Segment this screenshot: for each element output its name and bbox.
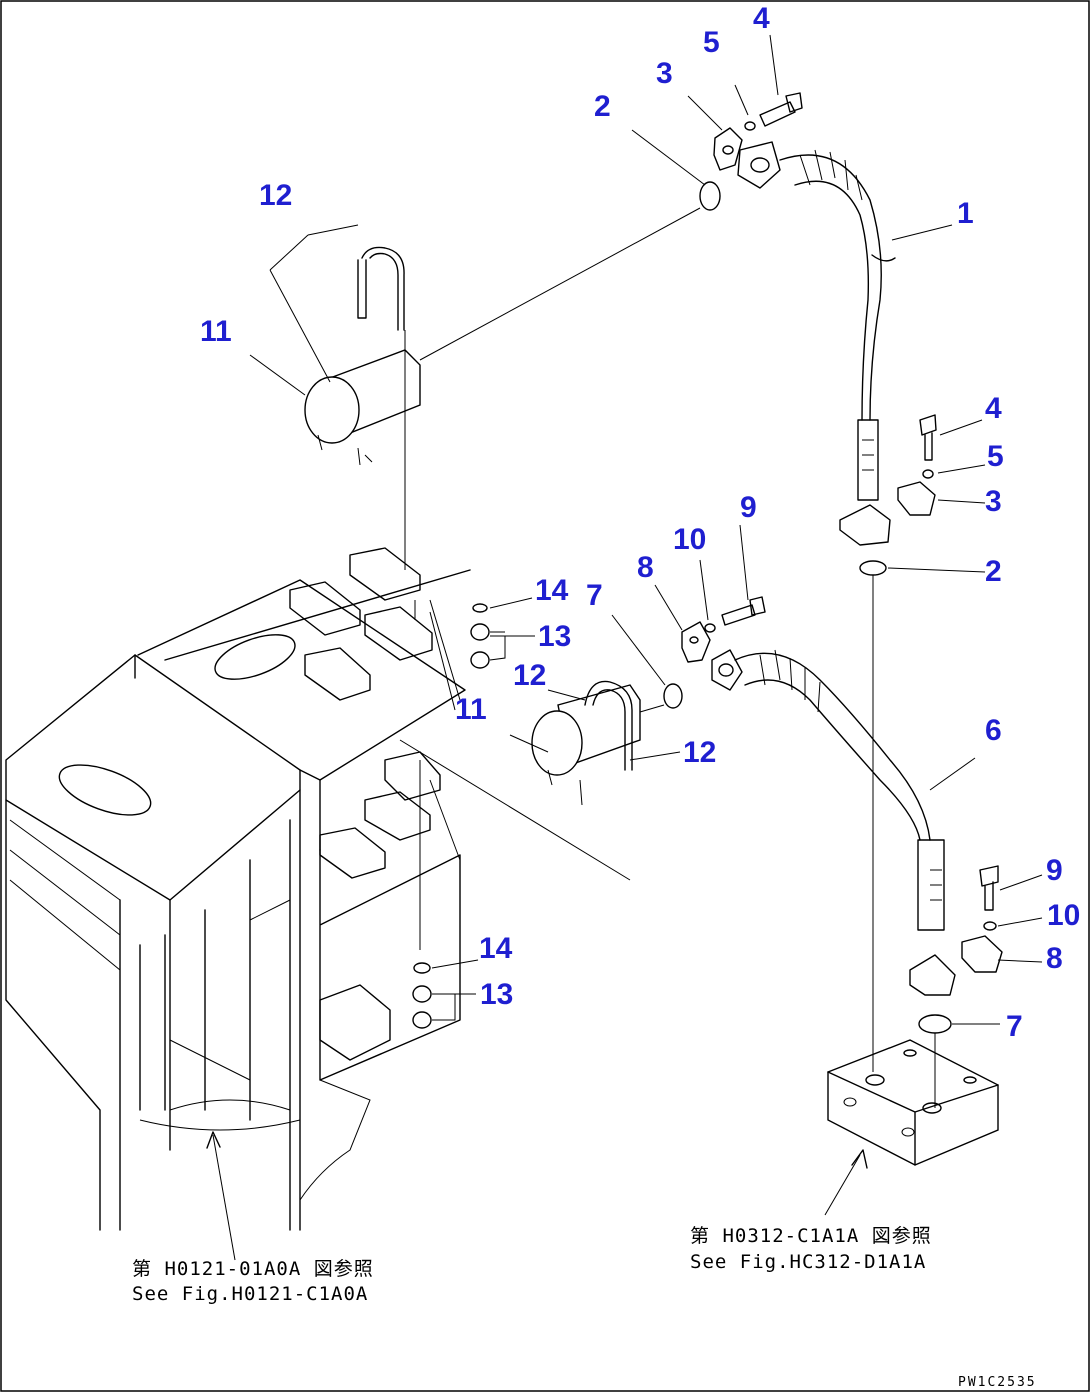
callouts: 1 2 2 3 3 4 4 5 5 6 7 7 8 8 9 9 10 10 11… [200,2,1080,1043]
support-11-upper [304,349,421,466]
washer-14-upper [472,603,488,613]
callout-13: 13 [538,620,571,653]
support-11-lower [531,684,641,806]
lower-lockwasher-5 [922,469,934,479]
callout-12: 12 [513,659,546,692]
callout-7: 7 [1006,1010,1023,1043]
nuts-13-upper [470,623,490,669]
upper-clamp-half [713,127,743,171]
leader-lines [249,34,1043,1108]
callout-12: 12 [683,736,716,769]
lower-o-ring-7 [918,1014,952,1034]
upper-lockwasher [744,121,756,131]
callout-5: 5 [703,26,720,59]
lower-bolt-4 [919,414,937,461]
reference-note-left: 第 H0121-01A0A 図参照 See Fig.H0121-C1A0A [132,1258,374,1305]
reference-left-line2: See Fig.H0121-C1A0A [132,1283,368,1305]
mid-clamp-8 [681,621,711,663]
callout-1: 1 [957,197,974,230]
chassis-frame [5,547,471,1261]
callout-8: 8 [1046,942,1063,975]
callout-3: 3 [985,485,1002,518]
u-bolt-12-lower [584,680,633,771]
hose-1 [737,141,896,546]
callout-13: 13 [480,978,513,1011]
drawing-code: PW1C2535 [958,1375,1037,1390]
nuts-13-lower [412,985,432,1029]
mid-lockwasher-10 [704,623,716,633]
callout-14: 14 [479,932,513,965]
callout-4: 4 [985,392,1002,425]
callout-11: 11 [200,315,232,348]
u-bolt-12-upper [357,246,405,331]
callout-12: 12 [259,179,292,212]
lower-o-ring-2 [859,560,887,576]
lower-lockwasher-10 [983,921,997,931]
mid-o-ring-7 [663,683,683,709]
valve-block [824,1039,999,1216]
callout-4: 4 [753,2,770,35]
reference-left-line1: 第 H0121-01A0A 図参照 [132,1258,374,1280]
callout-3: 3 [656,57,673,90]
callout-7: 7 [586,579,603,612]
callout-9: 9 [740,491,757,524]
reference-right-line2: See Fig.HC312-D1A1A [690,1251,926,1273]
callout-8: 8 [637,551,654,584]
lower-clamp-3 [897,481,936,516]
upper-bolt [759,92,803,127]
mid-bolt-9 [721,596,766,626]
callout-6: 6 [985,714,1002,747]
reference-note-right: 第 H0312-C1A1A 図参照 See Fig.HC312-D1A1A [690,1225,932,1273]
hose-6 [711,649,956,996]
callout-2: 2 [985,555,1002,588]
callout-14: 14 [535,574,569,607]
callout-11: 11 [455,693,487,726]
callout-10: 10 [673,523,706,556]
lower-clamp-8 [961,935,1003,973]
callout-5: 5 [987,440,1004,473]
callout-9: 9 [1046,854,1063,887]
upper-o-ring [699,181,721,211]
callout-10: 10 [1047,899,1080,932]
lower-bolt-9 [979,865,999,911]
callout-2: 2 [594,90,611,123]
reference-right-line1: 第 H0312-C1A1A 図参照 [690,1225,932,1247]
washer-14-lower [413,962,431,974]
